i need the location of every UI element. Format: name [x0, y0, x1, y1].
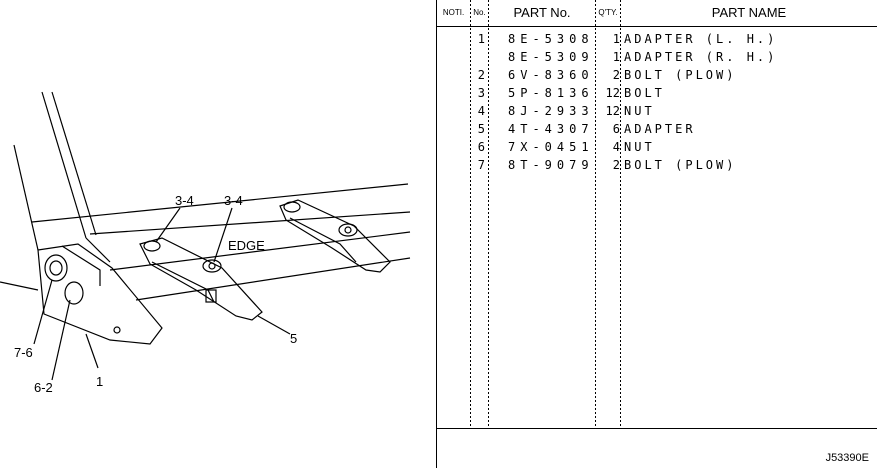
row-part-name: ADAPTER	[624, 122, 696, 136]
row-qty: 2	[612, 158, 620, 172]
row-part-name: NUT	[624, 104, 655, 118]
row-part-no: 6V-8360	[508, 68, 594, 82]
callout-5: 5	[290, 331, 297, 346]
header-part-name: PART NAME	[711, 5, 787, 20]
callout-3-4-right: 3-4	[224, 193, 243, 208]
row-no: 6	[477, 140, 485, 154]
row-no: 5	[477, 122, 485, 136]
row-qty: 12	[605, 86, 620, 100]
row-part-no: 5P-8136	[508, 86, 594, 100]
row-no: 7	[477, 158, 485, 172]
row-qty: 12	[605, 104, 620, 118]
illustration-linework	[0, 91, 411, 381]
header-part-no: PART No.	[513, 5, 571, 20]
row-part-name: BOLT (PLOW)	[624, 158, 737, 172]
callout-3-4-left: 3-4	[175, 193, 194, 208]
header-no: No.	[473, 8, 486, 17]
document-code: J53390E	[825, 452, 869, 464]
row-part-name: NUT	[624, 140, 655, 154]
row-part-no: 8E-5309	[508, 50, 594, 64]
row-no: 1	[477, 32, 485, 46]
row-qty: 1	[612, 32, 620, 46]
row-part-name: ADAPTER (L. H.)	[624, 32, 778, 46]
header-qty: Q'TY.	[598, 8, 618, 17]
row-part-no: 7X-0451	[508, 140, 594, 154]
callout-7-6: 7-6	[14, 345, 33, 360]
row-no: 4	[477, 104, 485, 118]
row-no: 2	[477, 68, 485, 82]
edge-label: EDGE	[228, 238, 265, 253]
row-qty: 2	[612, 68, 620, 82]
row-part-name: ADAPTER (R. H.)	[624, 50, 778, 64]
row-part-no: 4T-4307	[508, 122, 594, 136]
row-qty: 4	[612, 140, 620, 154]
parts-illustration: EDGE 3-4 3-4 5 7-6 6-2 1	[0, 91, 411, 395]
row-qty: 6	[612, 122, 620, 136]
row-part-no: 8T-9079	[508, 158, 594, 172]
row-part-no: 8J-2933	[508, 104, 594, 118]
header-noti: NOTI.	[442, 8, 465, 17]
row-part-name: BOLT (PLOW)	[624, 68, 737, 82]
callout-1: 1	[96, 374, 103, 389]
callout-6-2: 6-2	[34, 380, 53, 395]
table-grid	[436, 0, 877, 468]
row-qty: 1	[612, 50, 620, 64]
row-no: 3	[477, 86, 485, 100]
row-no	[473, 48, 485, 66]
parts-table: NOTI. No. PART No. Q'TY. PART NAME 1 8E-…	[436, 0, 877, 468]
row-part-no: 8E-5308	[508, 32, 594, 46]
row-part-name: BOLT	[624, 86, 665, 100]
